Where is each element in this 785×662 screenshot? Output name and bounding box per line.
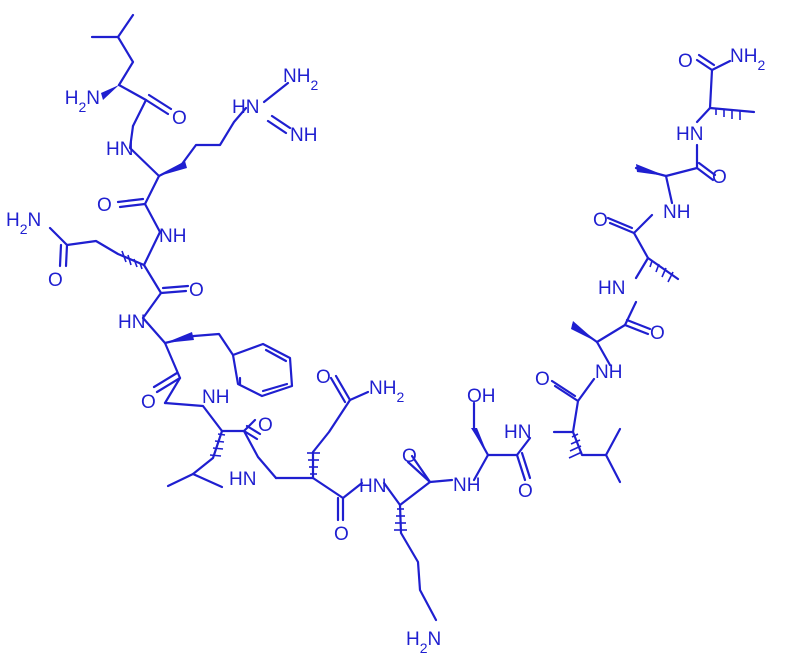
ala4-hash <box>715 109 741 120</box>
lys-backbone-nh: HN <box>359 476 386 497</box>
gln1-hash <box>121 250 143 270</box>
lys-hash <box>394 508 407 531</box>
arg-guanidine-imine: NH <box>290 125 317 146</box>
ala1-wedge <box>571 321 597 342</box>
c-terminal-amide-nh2: NH2 <box>730 46 765 73</box>
leu2-backbone-nh: NH <box>202 387 229 408</box>
phe-wedge <box>165 332 194 343</box>
arg-guanidine-nh: HN <box>232 97 259 118</box>
ser-wedge <box>471 428 488 455</box>
ser-backbone-nh: NH <box>453 475 480 496</box>
leu3-carbonyl-oxygen: O <box>535 369 550 390</box>
lys-carbonyl-oxygen: O <box>402 446 417 467</box>
ala3-wedge <box>636 164 666 176</box>
c-terminal-amide-oxygen: O <box>678 51 693 72</box>
gln1-carbonyl-oxygen: O <box>189 280 204 301</box>
gln1-side-carbonyl-oxygen: O <box>48 270 63 291</box>
ala1-carbonyl-oxygen: O <box>650 323 665 344</box>
atom-labels: H2N O HN HN NH2 NH O NH H2N O O HN O NH … <box>6 46 765 656</box>
leu1-carbonyl-oxygen: O <box>172 108 187 129</box>
gln1-backbone-nh: NH <box>159 226 186 247</box>
leu1-amine-label: H2N <box>65 88 100 115</box>
ser-hydroxyl: OH <box>467 386 496 407</box>
phe-backbone-nh: HN <box>118 312 145 333</box>
arg-carbonyl-oxygen: O <box>97 195 112 216</box>
leu3-hash <box>568 433 583 459</box>
stereo-hashes <box>121 109 741 531</box>
ala1-backbone-nh: NH <box>595 362 622 383</box>
ala3-carbonyl-oxygen: O <box>712 167 727 188</box>
arg-backbone-nh: HN <box>106 139 133 160</box>
gln2-side-carbonyl-oxygen: O <box>316 367 331 388</box>
ala2-hash <box>649 260 674 283</box>
ser-carbonyl-oxygen: O <box>518 481 533 502</box>
leu2-carbonyl-oxygen: O <box>258 415 273 436</box>
ala3-backbone-nh: NH <box>663 202 690 223</box>
gln2-carbonyl-oxygen: O <box>334 524 349 545</box>
ala2-backbone-nh: HN <box>598 278 625 299</box>
gln2-side-amide-nh2: NH2 <box>369 378 404 405</box>
ala4-backbone-nh: HN <box>676 124 703 145</box>
lys-side-amine-nh2: H2N <box>406 629 441 656</box>
gln2-backbone-nh: HN <box>229 469 256 490</box>
leu1-wedge <box>101 85 119 100</box>
arg-wedge <box>159 161 187 176</box>
leu2-hash <box>209 433 226 457</box>
stereo-wedges <box>101 85 666 455</box>
leu3-backbone-nh: HN <box>504 422 531 443</box>
gln1-side-amide-nh2: H2N <box>6 210 41 237</box>
bond-network <box>48 13 756 622</box>
arg-guanidine-nh2: NH2 <box>283 66 318 93</box>
ala2-carbonyl-oxygen: O <box>593 210 608 231</box>
phe-carbonyl-oxygen: O <box>141 392 156 413</box>
gln2-hash <box>307 452 320 475</box>
